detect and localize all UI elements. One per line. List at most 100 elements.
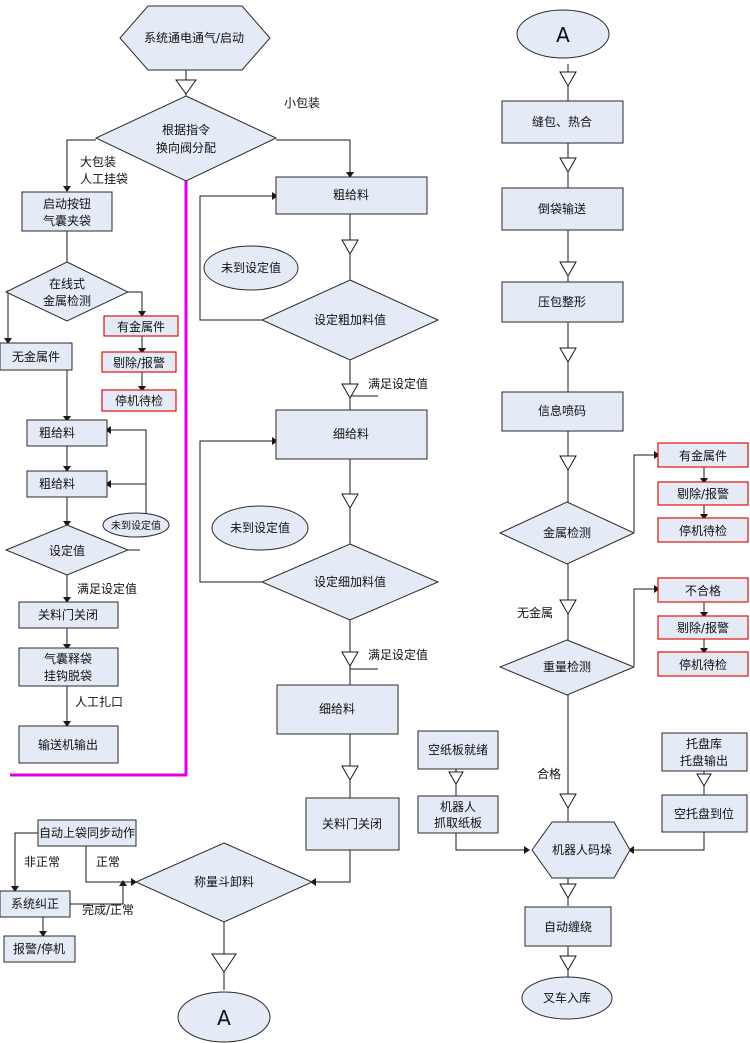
start-button-box — [21, 191, 113, 232]
dispatch-label-1: 根据指令 — [162, 122, 210, 137]
qualified-label: 合格 — [537, 766, 561, 781]
inline-metal-label-2: 金属检测 — [43, 293, 91, 308]
auto-bag-box — [37, 819, 137, 847]
not-reached-mid1-label: 未到设定值 — [221, 260, 281, 275]
start-hexagon — [119, 5, 271, 71]
sew-box — [501, 100, 624, 144]
coarse-mid-label: 粗给料 — [333, 188, 369, 202]
not-reached-mid1-oval — [203, 245, 299, 291]
robot-paper-box — [417, 795, 499, 834]
met-mid1-label: 满足设定值 — [368, 376, 428, 391]
start-button-label-2: 气囊夹袋 — [43, 213, 91, 228]
robot-paper-label-2: 抓取纸板 — [434, 816, 482, 830]
press-label: 压包整形 — [538, 294, 586, 309]
has-metal-right-label: 有金属件 — [679, 448, 727, 463]
weight-check-label: 重量检测 — [543, 659, 591, 674]
stop-r2-label: 停机待检 — [679, 657, 727, 672]
pallet-ready-label: 空托盘到位 — [674, 806, 734, 821]
pallet-store-box — [661, 732, 748, 772]
coarse-left-2-label: 粗给料 — [39, 477, 75, 491]
has-metal-left-box — [103, 315, 179, 337]
connector-a-top-label: A — [556, 23, 570, 47]
fine-mid-label: 细给料 — [333, 427, 369, 441]
coarse-mid-box — [275, 176, 428, 215]
reject-left-label: 剔除/报警 — [113, 355, 165, 370]
sew-label: 缝包、热合 — [532, 114, 592, 129]
flow-triangles — [175, 71, 712, 973]
set-coarse-label: 设定粗加料值 — [314, 312, 386, 327]
normal-label: 正常 — [96, 855, 120, 869]
connector-a-bottom — [177, 991, 271, 1043]
fine-mid2-label: 细给料 — [319, 702, 355, 716]
metal-right-label: 金属检测 — [543, 525, 591, 540]
close-door-mid-label: 关料门关闭 — [322, 816, 382, 831]
setval-left-label: 设定值 — [49, 543, 85, 558]
dispatch-decision — [94, 95, 278, 182]
metal-right-decision — [498, 501, 636, 565]
not-reached-mid2-oval — [211, 505, 309, 551]
dispatch-label-2: 换向阀分配 — [156, 140, 216, 155]
correct-box — [0, 890, 71, 918]
done-normal-label: 完成/正常 — [82, 902, 134, 917]
coarse-left-1-label: 粗给料 — [39, 426, 75, 440]
stop-left-label: 停机待检 — [115, 393, 163, 408]
wrap-box — [524, 906, 612, 947]
inline-metal-label-1: 在线式 — [49, 277, 85, 291]
unqualified-box — [657, 577, 749, 603]
met-left-label: 满足设定值 — [77, 581, 137, 596]
release-label-2: 挂钩脱袋 — [44, 668, 92, 683]
connector-a-top — [516, 9, 610, 59]
stack-label: 机器人码垛 — [552, 842, 612, 857]
no-metal-right-label: 无金属 — [517, 605, 553, 620]
set-fine-label: 设定细加料值 — [314, 574, 386, 589]
reject-r1-label: 剔除/报警 — [677, 486, 729, 501]
set-fine-decision — [260, 543, 440, 621]
reject-r2-label: 剔除/报警 — [677, 620, 729, 635]
weigh-label: 称量斗卸料 — [194, 874, 254, 889]
reject-r2-box — [657, 615, 749, 640]
press-box — [501, 281, 624, 323]
no-metal-box — [0, 342, 73, 371]
has-metal-left-label: 有金属件 — [117, 319, 165, 334]
has-metal-right-box — [657, 442, 749, 468]
weigh-decision — [134, 842, 314, 923]
met-mid2-label: 满足设定值 — [368, 647, 428, 662]
big-pack-label-1: 大包装 — [80, 155, 116, 169]
wrap-label: 自动缠绕 — [544, 919, 592, 934]
not-reached-mid2-label: 未到设定值 — [230, 520, 290, 535]
pallet-store-label-1: 托盘库 — [686, 736, 722, 751]
stop-left-box — [101, 389, 177, 412]
fine-mid-box — [275, 409, 428, 460]
flip-box — [501, 187, 624, 231]
coarse-left-2-box — [26, 470, 108, 498]
stop-r2-box — [657, 651, 749, 677]
stop-r1-box — [657, 517, 749, 543]
abnormal-label: 非正常 — [24, 855, 60, 869]
auto-bag-label: 自动上袋同步动作 — [39, 826, 135, 840]
conveyor-out-label: 输送机输出 — [38, 737, 98, 752]
flip-label: 倒袋输送 — [538, 201, 586, 216]
code-box — [501, 391, 624, 432]
close-door-mid-box — [305, 797, 400, 851]
paper-ready-label: 空纸板就绪 — [428, 743, 488, 757]
start-button-label-1: 启动按钮 — [43, 196, 91, 211]
no-metal-label: 无金属件 — [12, 349, 60, 364]
pallet-ready-box — [661, 794, 748, 833]
connector-a-bottom-label: A — [217, 1006, 231, 1030]
code-label: 信息喷码 — [538, 403, 586, 418]
fine-mid2-box — [276, 684, 399, 735]
correct-label: 系统纠正 — [11, 897, 59, 911]
not-reached-left-oval — [102, 512, 170, 538]
reject-left-box — [101, 351, 177, 373]
pallet-store-label-2: 托盘输出 — [680, 753, 728, 768]
release-label-1: 气囊释袋 — [44, 651, 92, 666]
set-coarse-decision — [260, 279, 440, 361]
start-label: 系统通电通气/启动 — [144, 30, 244, 45]
not-reached-left-label: 未到设定值 — [111, 519, 161, 532]
conveyor-out-box — [18, 725, 119, 764]
coarse-left-1-box — [26, 419, 108, 447]
separator-line — [10, 178, 188, 777]
close-door-left-box — [18, 601, 119, 629]
